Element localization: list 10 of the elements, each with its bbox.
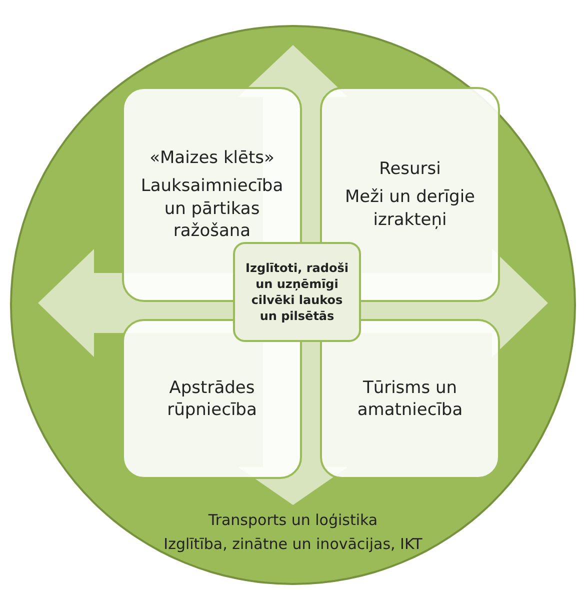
- box-text: Tūrisms un amatniecība: [356, 376, 464, 422]
- center-box: [233, 242, 361, 342]
- box-heading: Resursi: [379, 158, 441, 180]
- box-text: Meži un derīgie izrakteņi: [344, 186, 476, 231]
- box-text: Izglītoti, radoši un uzņēmīgi cilvēki laukos un pilsētās: [244, 260, 350, 324]
- box-text: Lauksaimniecība un pārtikas ražošana: [140, 175, 284, 242]
- box-heading: «Maizes klēts»: [150, 147, 274, 170]
- sector-label: Izglītība, zinātne un inovācijas, IKT: [164, 535, 422, 553]
- box-text: Apstrādes rūpniecība: [166, 376, 258, 422]
- sector-label: Transports un loģistika: [208, 511, 378, 529]
